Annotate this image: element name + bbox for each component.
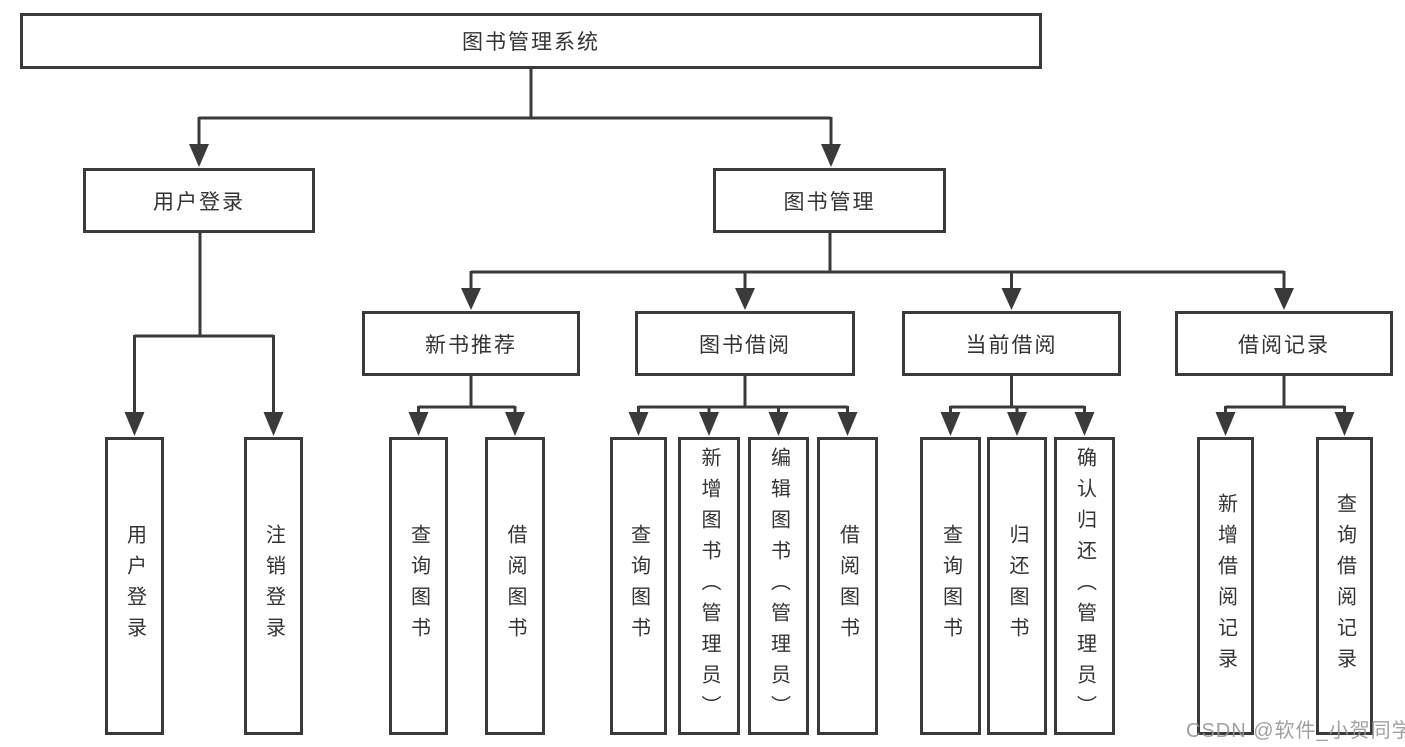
arrow-leaf-10 [1007, 412, 1027, 436]
line-bookborrow-to-children [637, 376, 849, 414]
leaf-logout-login-label: 注销登录 [262, 524, 285, 648]
arrow-leaf-7 [768, 412, 789, 436]
arrow-to-leaf-logout [263, 412, 284, 436]
leaf-borrow-books: 借阅图书 [817, 437, 878, 735]
leaf-confirm-return-admin: 确认归还（管理员） [1054, 437, 1115, 735]
node-book-borrow-label: 图书借阅 [699, 333, 791, 357]
leaf-add-books-admin: 新增图书（管理员） [678, 437, 740, 735]
line-newbook-to-children [417, 376, 517, 414]
arrow-to-user-login [189, 144, 209, 167]
leaf-confirm-return-admin-label: 确认归还（管理员） [1073, 446, 1096, 726]
node-root: 图书管理系统 [20, 13, 1042, 69]
leaf-query-books-recommend: 查询图书 [389, 437, 448, 735]
leaf-borrow-books-recommend: 借阅图书 [485, 437, 545, 735]
leaf-borrow-books-label: 借阅图书 [836, 524, 859, 648]
node-book-management-label: 图书管理 [783, 190, 876, 214]
arrow-to-current [1001, 288, 1022, 310]
line-login-to-children [133, 233, 275, 414]
leaf-add-books-admin-label: 新增图书（管理员） [698, 446, 720, 726]
node-book-management: 图书管理 [713, 168, 946, 233]
leaf-query-borrow-record-label: 查询借阅记录 [1333, 493, 1356, 679]
arrow-leaf-4 [505, 412, 525, 436]
leaf-edit-books-admin: 编辑图书（管理员） [748, 437, 809, 735]
node-new-book-recommend-label: 新书推荐 [425, 333, 517, 357]
arrow-leaf-3 [408, 412, 429, 436]
leaf-user-login-label: 用户登录 [123, 524, 146, 648]
leaf-query-books-borrow: 查询图书 [610, 437, 667, 735]
arrow-leaf-9 [940, 412, 961, 436]
line-current-to-children [949, 376, 1086, 414]
leaf-query-borrow-record: 查询借阅记录 [1316, 437, 1373, 735]
leaf-add-borrow-record: 新增借阅记录 [1197, 437, 1254, 735]
node-current-borrow-label: 当前借阅 [965, 333, 1058, 357]
arrow-leaf-8 [837, 412, 858, 436]
leaf-return-books: 归还图书 [987, 437, 1047, 735]
line-root-to-level1 [197, 69, 833, 146]
node-new-book-recommend: 新书推荐 [362, 311, 580, 376]
node-borrow-records-label: 借阅记录 [1238, 333, 1330, 357]
arrow-leaf-12 [1215, 412, 1236, 436]
leaf-query-books-current-label: 查询图书 [939, 524, 962, 648]
node-book-borrow: 图书借阅 [635, 311, 855, 376]
arrow-leaf-11 [1074, 412, 1095, 436]
leaf-user-login: 用户登录 [105, 437, 164, 735]
leaf-logout-login: 注销登录 [244, 437, 303, 735]
arrow-to-book-mgmt [821, 144, 841, 167]
arrow-leaf-5 [628, 412, 649, 436]
node-user-login-label: 用户登录 [153, 190, 245, 214]
arrowheads [124, 144, 1355, 436]
leaf-add-borrow-record-label: 新增借阅记录 [1214, 493, 1237, 679]
leaf-query-books-current: 查询图书 [920, 437, 981, 735]
watermark: CSDN @软件_小贺同学 [1186, 720, 1405, 742]
arrow-leaf-13 [1334, 412, 1355, 436]
arrow-to-newbook [461, 288, 481, 310]
arrow-to-bookborrow [735, 288, 755, 310]
leaf-query-books-borrow-label: 查询图书 [627, 524, 650, 648]
node-borrow-records: 借阅记录 [1175, 311, 1393, 376]
leaf-return-books-label: 归还图书 [1006, 524, 1028, 648]
line-mgmt-to-sections [469, 233, 1286, 290]
node-root-label: 图书管理系统 [462, 31, 600, 54]
arrow-leaf-6 [699, 412, 719, 436]
leaf-edit-books-admin-label: 编辑图书（管理员） [767, 446, 790, 726]
line-records-to-children [1224, 376, 1346, 414]
node-user-login: 用户登录 [83, 168, 315, 233]
leaf-borrow-books-recommend-label: 借阅图书 [504, 524, 526, 648]
arrow-to-leaf-login [124, 412, 145, 436]
leaf-query-books-recommend-label: 查询图书 [407, 524, 430, 648]
node-current-borrow: 当前借阅 [902, 311, 1121, 376]
arrow-to-records [1274, 288, 1294, 310]
